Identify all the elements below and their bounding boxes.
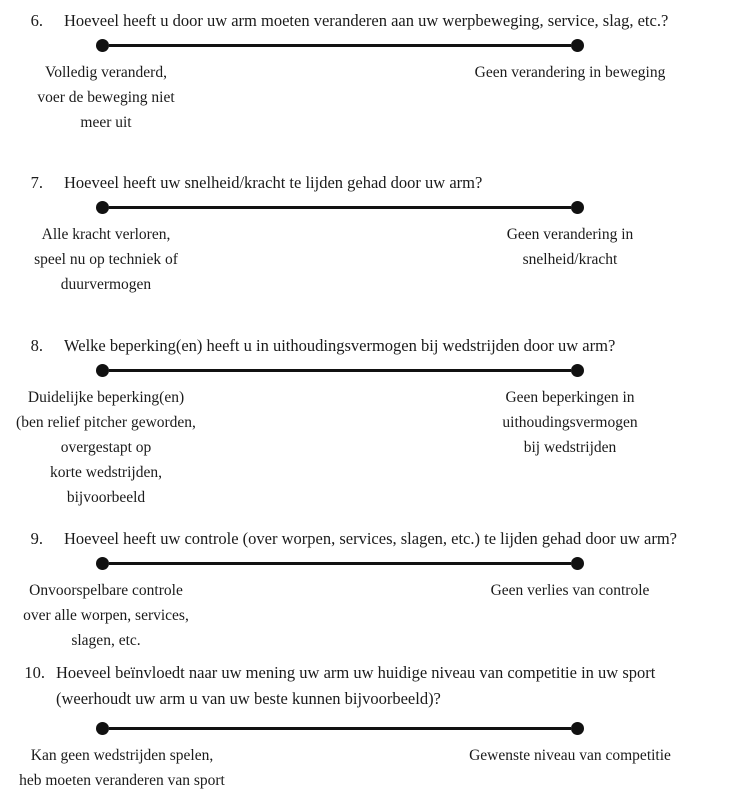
question-text: Hoeveel heeft u door uw arm moeten veran… (64, 11, 669, 30)
question-title: 6. Hoeveel heeft u door uw arm moeten ve… (0, 8, 746, 34)
vas-scale[interactable] (96, 200, 584, 214)
question-block-7: 7. Hoeveel heeft uw snelheid/kracht te l… (0, 170, 746, 297)
scale-anchors: Alle kracht verloren, speel nu op techni… (0, 222, 746, 297)
question-block-10: 10. Hoeveel beïnvloedt naar uw mening uw… (0, 660, 746, 793)
scale-left-endpoint-dot (96, 556, 109, 570)
question-text: Hoeveel beïnvloedt naar uw mening uw arm… (56, 663, 656, 708)
vas-scale[interactable] (96, 721, 584, 735)
scale-left-endpoint-dot (96, 363, 109, 377)
question-number: 7. (30, 173, 43, 192)
right-anchor-label: Gewenste niveau van competitie (469, 747, 671, 764)
right-anchor-label: Geen verandering in snelheid/kracht (506, 226, 634, 268)
scale-right-endpoint-dot (571, 556, 584, 570)
scale-left-endpoint-dot (96, 200, 109, 214)
right-anchor-label: Geen verandering in beweging (474, 64, 666, 81)
left-anchor-label: Volledig veranderd, voer de beweging nie… (37, 64, 175, 131)
vas-scale[interactable] (96, 38, 584, 52)
question-text: Hoeveel heeft uw controle (over worpen, … (64, 529, 678, 548)
question-number: 10. (24, 663, 45, 682)
question-title: 7. Hoeveel heeft uw snelheid/kracht te l… (0, 170, 746, 196)
vas-scale[interactable] (96, 363, 584, 377)
scale-left-endpoint-dot (96, 38, 109, 52)
question-number: 8. (30, 336, 43, 355)
right-anchor-label: Geen verlies van controle (490, 582, 650, 599)
question-block-6: 6. Hoeveel heeft u door uw arm moeten ve… (0, 8, 746, 135)
question-text: Welke beperking(en) heeft u in uithoudin… (64, 336, 616, 355)
scale-left-endpoint-dot (96, 721, 109, 735)
left-anchor-label: Kan geen wedstrijden spelen, heb moeten … (19, 747, 225, 789)
question-title: 9. Hoeveel heeft uw controle (over worpe… (0, 526, 746, 552)
question-block-8: 8. Welke beperking(en) heeft u in uithou… (0, 333, 746, 510)
scale-anchors: Onvoorspelbare controle over alle worpen… (0, 578, 746, 653)
scale-track-line (109, 43, 571, 47)
scale-right-endpoint-dot (571, 200, 584, 214)
scale-right-endpoint-dot (571, 38, 584, 52)
scale-track-line (109, 205, 571, 209)
scale-anchors: Duidelijke beperking(en) (ben relief pit… (0, 385, 746, 510)
scale-track-line (109, 561, 571, 565)
scale-anchors: Kan geen wedstrijden spelen, heb moeten … (0, 743, 746, 793)
scale-right-endpoint-dot (571, 363, 584, 377)
question-title: 10. Hoeveel beïnvloedt naar uw mening uw… (0, 660, 746, 712)
scale-track-line (109, 726, 571, 730)
scale-track-line (109, 368, 571, 372)
scale-right-endpoint-dot (571, 721, 584, 735)
question-number: 9. (30, 529, 43, 548)
question-text: Hoeveel heeft uw snelheid/kracht te lijd… (64, 173, 483, 192)
vas-scale[interactable] (96, 556, 584, 570)
left-anchor-label: Alle kracht verloren, speel nu op techni… (34, 226, 178, 293)
right-anchor-label: Geen beperkingen in uithoudingsvermogen … (502, 389, 638, 456)
question-number: 6. (30, 11, 43, 30)
left-anchor-label: Onvoorspelbare controle over alle worpen… (23, 582, 189, 649)
left-anchor-label: Duidelijke beperking(en) (ben relief pit… (16, 389, 196, 506)
question-block-9: 9. Hoeveel heeft uw controle (over worpe… (0, 526, 746, 653)
scale-anchors: Volledig veranderd, voer de beweging nie… (0, 60, 746, 135)
question-title: 8. Welke beperking(en) heeft u in uithou… (0, 333, 746, 359)
